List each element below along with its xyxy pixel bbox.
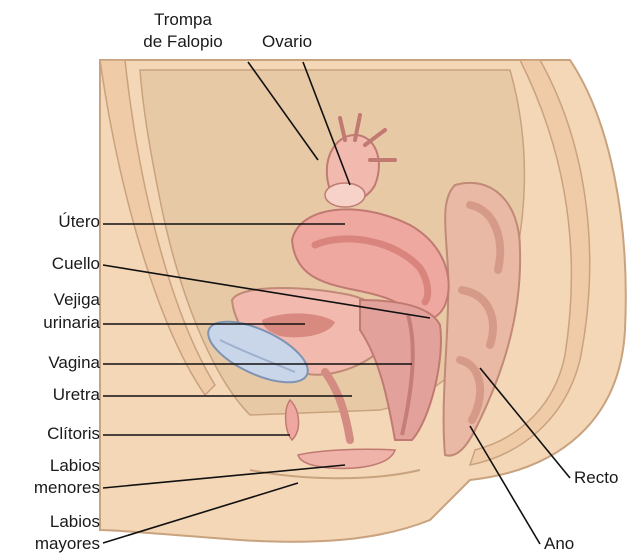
label-labios-menores-line2: menores [0,478,100,498]
label-trompa-line1: Trompa [138,10,228,30]
label-cuello: Cuello [0,254,100,274]
label-ano: Ano [544,534,574,554]
label-vagina: Vagina [0,353,100,373]
label-ovario: Ovario [262,32,312,52]
label-labios-mayores-line2: mayores [0,534,100,554]
label-trompa-line2: de Falopio [123,32,243,52]
label-clitoris: Clítoris [0,424,100,444]
label-recto: Recto [574,468,618,488]
label-labios-menores-line1: Labios [0,456,100,476]
label-vejiga-line2: urinaria [0,313,100,333]
ovary-shape [325,183,365,207]
label-uretra: Uretra [0,385,100,405]
label-utero: Útero [0,212,100,232]
label-vejiga-line1: Vejiga [0,290,100,310]
label-labios-mayores-line1: Labios [0,512,100,532]
